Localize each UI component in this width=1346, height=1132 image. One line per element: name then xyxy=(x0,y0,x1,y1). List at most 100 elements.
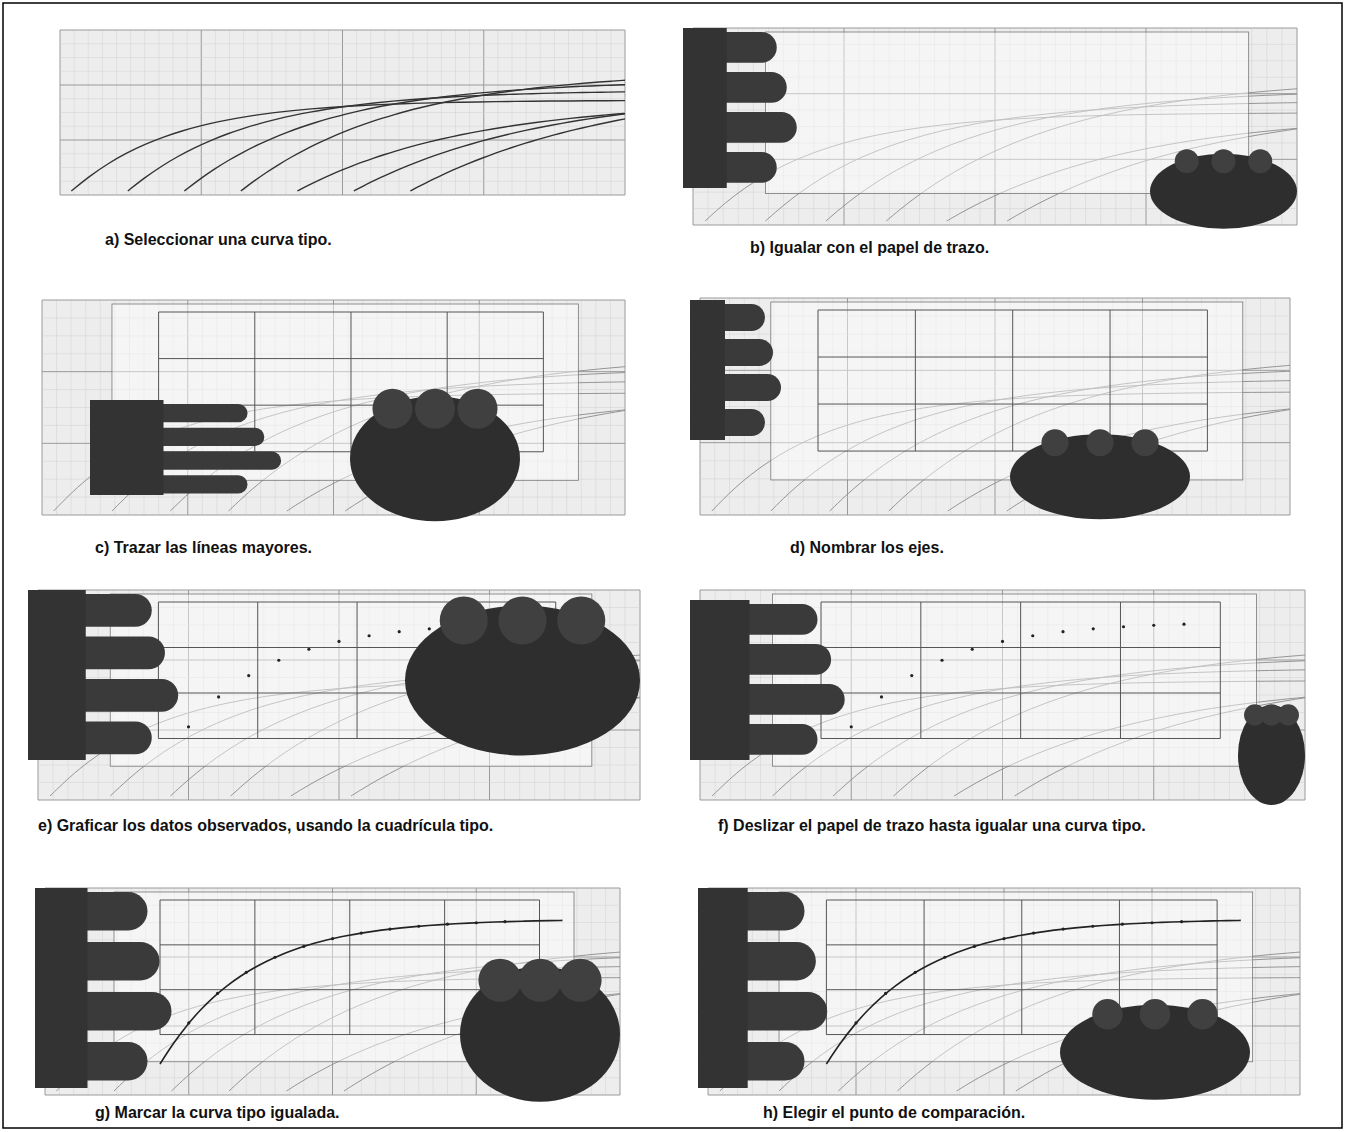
major-line xyxy=(1110,310,1111,451)
hand-palm xyxy=(90,400,164,495)
grid-line xyxy=(700,298,1290,299)
photo xyxy=(60,30,625,195)
hand-knuckle xyxy=(557,597,605,645)
major-line xyxy=(1020,602,1021,739)
hand-palm xyxy=(35,888,88,1088)
major-line xyxy=(821,738,1220,739)
grid-line xyxy=(60,30,625,31)
type-curve xyxy=(241,80,625,191)
grid-line xyxy=(60,43,625,44)
grid-line xyxy=(708,1095,1300,1096)
photo xyxy=(690,298,1290,519)
major-line xyxy=(920,602,921,739)
grid-line xyxy=(60,153,625,154)
photo xyxy=(698,888,1300,1100)
hand-palm xyxy=(28,590,86,760)
data-point xyxy=(910,674,913,677)
data-point xyxy=(307,648,310,651)
data-point xyxy=(368,634,371,637)
hand-knuckle xyxy=(440,597,488,645)
hand-knuckle xyxy=(1140,999,1170,1029)
major-line xyxy=(818,310,1207,311)
tracing-paper xyxy=(773,594,1257,766)
grid-line xyxy=(38,590,640,591)
data-point xyxy=(850,725,853,728)
photo xyxy=(35,888,620,1102)
photo-panel: c) Trazar las líneas mayores. xyxy=(42,300,625,560)
major-line xyxy=(1120,602,1121,739)
hand-knuckle xyxy=(1041,429,1068,456)
photo-panel: h) Elegir el punto de comparación. xyxy=(708,888,1300,1125)
grid-line xyxy=(60,112,625,113)
major-line xyxy=(826,944,1217,945)
major-line xyxy=(160,944,540,945)
major-line xyxy=(349,900,350,1035)
grid-line xyxy=(45,888,620,889)
grid-line xyxy=(60,71,625,72)
major-line xyxy=(915,310,916,451)
hand-palm xyxy=(698,888,748,1088)
grid-line xyxy=(60,167,625,168)
hand-knuckle xyxy=(1086,429,1113,456)
grid-line xyxy=(42,497,625,498)
photo-panel: f) Deslizar el papel de trazo hasta igua… xyxy=(700,590,1305,838)
hand-knuckle xyxy=(415,389,455,429)
major-line xyxy=(1012,310,1013,451)
type-curve xyxy=(297,113,625,191)
grid-line xyxy=(38,782,640,783)
grid-line xyxy=(700,782,1305,783)
major-line xyxy=(159,312,544,313)
grid-line xyxy=(700,590,1305,591)
data-point xyxy=(277,659,280,662)
data-point xyxy=(1001,640,1004,643)
major-line xyxy=(160,900,540,901)
panel-caption: d) Nombrar los ejes. xyxy=(790,538,944,558)
panel-caption: e) Graficar los datos observados, usando… xyxy=(38,816,493,836)
hand-knuckle xyxy=(478,959,521,1002)
hand-palm xyxy=(690,600,750,760)
data-point xyxy=(880,695,883,698)
major-line xyxy=(257,602,258,739)
major-line xyxy=(821,647,1220,648)
data-point xyxy=(1182,623,1185,626)
photo-panel: e) Graficar los datos observados, usando… xyxy=(38,590,640,838)
photo-ground xyxy=(60,30,625,195)
grid-line xyxy=(60,98,625,99)
hand-knuckle xyxy=(499,597,547,645)
major-line xyxy=(818,310,819,451)
major-line xyxy=(1021,900,1022,1035)
grid-line xyxy=(60,181,625,182)
photo-panel: b) Igualar con el papel de trazo. xyxy=(693,28,1297,260)
data-point xyxy=(187,725,190,728)
major-line xyxy=(826,900,1217,901)
hand-fist xyxy=(1238,705,1305,805)
major-line xyxy=(543,312,544,452)
grid-line xyxy=(42,515,625,516)
data-point xyxy=(217,695,220,698)
hand-palm xyxy=(683,28,727,188)
photo-panel: a) Seleccionar una curva tipo. xyxy=(60,30,625,252)
major-line xyxy=(826,989,1217,990)
major-line xyxy=(357,602,358,739)
data-point xyxy=(247,674,250,677)
major-line xyxy=(818,357,1207,358)
grid-line xyxy=(700,800,1305,801)
hand-knuckle xyxy=(1092,999,1122,1029)
grid-line xyxy=(60,85,625,86)
hand-knuckle xyxy=(518,959,561,1002)
photo xyxy=(683,28,1297,229)
major-line xyxy=(159,358,544,359)
major-line xyxy=(818,404,1207,405)
photo xyxy=(42,300,625,521)
hand-knuckle xyxy=(1248,149,1272,173)
type-curve xyxy=(354,114,625,191)
data-point xyxy=(1092,627,1095,630)
panel-caption: c) Trazar las líneas mayores. xyxy=(95,538,312,558)
data-point xyxy=(1031,634,1034,637)
grid-line xyxy=(38,800,640,801)
hand-knuckle xyxy=(1175,149,1199,173)
grid-line xyxy=(60,57,625,58)
data-point xyxy=(1152,624,1155,627)
data-point xyxy=(1122,625,1125,628)
